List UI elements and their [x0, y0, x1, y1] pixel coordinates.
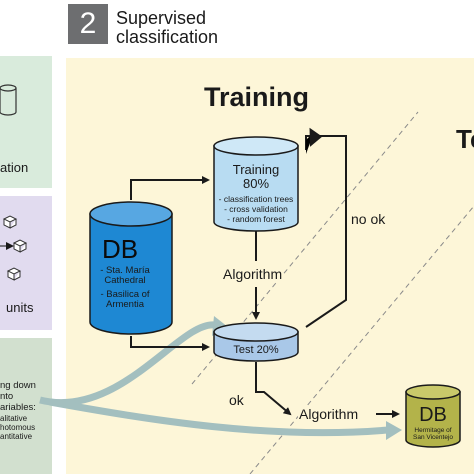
algorithm-label-2: Algorithm [298, 406, 360, 422]
flow-arrow-lower [49, 398, 389, 437]
left-bottom-line-3: ariables: [0, 402, 36, 413]
ok-label: ok [228, 392, 245, 408]
left-panel-sage [0, 338, 52, 474]
server-icon [0, 84, 17, 116]
training-item-1: - classification trees [218, 194, 294, 204]
cube-icon [2, 215, 28, 281]
left-mid-label: units [6, 300, 34, 315]
test-disc [213, 322, 299, 362]
training-cylinder-line1: Training [232, 162, 280, 177]
flow-arrow-upper [39, 321, 216, 406]
db-main-item-1: - Sta. María [100, 265, 150, 276]
training-cylinder-line2: 80% [242, 176, 270, 191]
arrow-loop-tip [309, 127, 323, 147]
no-ok-label: no ok [350, 211, 387, 227]
left-bottom-line-1: ng down [0, 380, 36, 391]
db-small-subtitle-2: San Vicentejo [413, 434, 453, 441]
step-number-box: 2 [68, 4, 108, 44]
step-title-line1: Supervised [116, 8, 207, 28]
db-small-cylinder [405, 384, 461, 448]
arrow-test-loop-back [305, 135, 347, 328]
db-small-title: DB [419, 404, 447, 426]
db-main-item-3: - Basilica of [100, 289, 150, 300]
test-title-cropped: Te [456, 124, 474, 154]
left-bottom-line-5: hotomous [0, 423, 36, 432]
algorithm-label-1: Algorithm [222, 266, 284, 282]
db-small-subtitle-1: Hermitage of [414, 427, 452, 434]
db-main-item-2: Cathedral [104, 275, 146, 286]
step-title-line2: classification [116, 27, 219, 47]
left-panel-green [0, 56, 52, 188]
training-item-2: - cross validation [224, 204, 288, 214]
left-bottom-line-6: antitative [0, 432, 33, 441]
db-main-cylinder [89, 201, 173, 335]
db-main-item-4: Armentia [105, 299, 144, 310]
training-title: Training [204, 82, 310, 112]
arrow-db-to-training [130, 176, 210, 200]
arrow-test-to-algorithm [255, 362, 292, 416]
training-cylinder [213, 136, 299, 232]
test-label: Test 20% [233, 344, 279, 356]
left-bottom-line-2: nto [0, 391, 14, 402]
db-main-title: DB [101, 234, 139, 264]
left-top-label: ation [0, 160, 29, 175]
arrow-db-to-test [130, 336, 210, 351]
training-item-3: - random forest [227, 214, 285, 224]
left-bottom-line-4: alitative [0, 414, 28, 423]
